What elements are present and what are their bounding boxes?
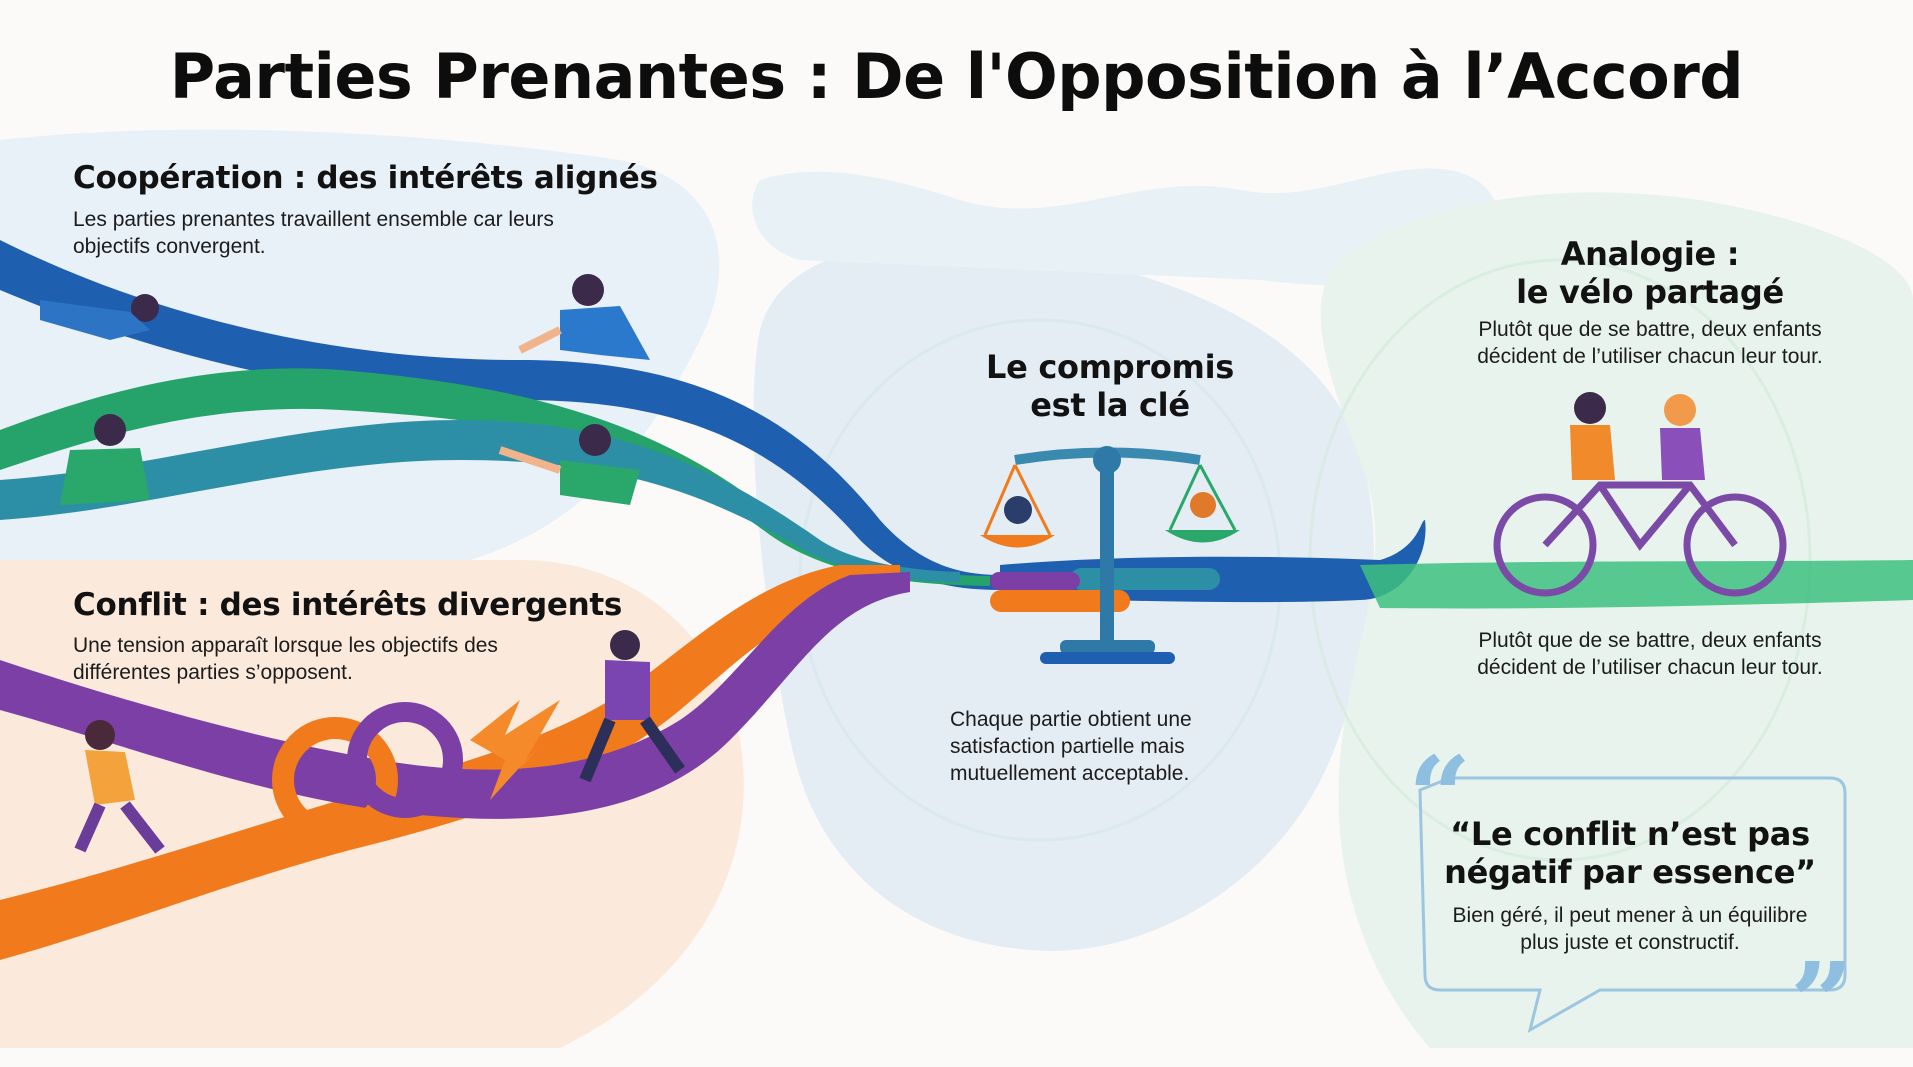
lightning-icon xyxy=(470,700,560,800)
handshake-purple xyxy=(990,572,1080,590)
quote-bubble xyxy=(1418,776,1847,1034)
page-title: Parties Prenantes : De l'Opposition à l’… xyxy=(169,40,1744,113)
conflict-ribbon-orange xyxy=(0,565,900,960)
compromise-heading-line2: est la clé xyxy=(1030,386,1190,424)
close-quote-icon: ” xyxy=(1790,938,1854,1067)
person-green-shirt xyxy=(60,414,150,505)
analogy-body-repeat: Plutôt que de se battre, deux enfants dé… xyxy=(1477,629,1823,679)
right-background xyxy=(1320,192,1913,1048)
cooperation-heading: Coopération : des intérêts alignés xyxy=(73,160,658,196)
person-climber xyxy=(518,274,650,360)
conflict-body: Une tension apparaît lorsque les objecti… xyxy=(73,634,498,684)
person-pulling-right xyxy=(579,630,685,783)
quote-heading-line1: “Le conflit n’est pas xyxy=(1450,815,1810,853)
tandem-bike-icon xyxy=(1493,392,1787,597)
conflict-heading: Conflit : des intérêts divergents xyxy=(73,587,623,623)
quote-heading: “Le conflit n’est pas négatif par essenc… xyxy=(1420,815,1840,891)
person-pulling-left xyxy=(74,720,165,854)
knot-ring-purple xyxy=(347,702,463,818)
person-swimmer-1 xyxy=(40,294,159,340)
analogy-heading-line1: Analogie : xyxy=(1560,235,1740,273)
handshake-orange xyxy=(990,590,1130,612)
open-quote-icon: “ xyxy=(1408,732,1472,861)
knot-ring-orange xyxy=(272,717,398,843)
conflict-ribbon-purple xyxy=(0,572,910,819)
quote-body: Bien géré, il peut mener à un équilibre … xyxy=(1452,904,1808,954)
analogy-heading: Analogie : le vélo partagé xyxy=(1470,235,1830,311)
compromise-heading: Le compromis est la clé xyxy=(960,348,1260,424)
merged-stream-green xyxy=(1360,560,1913,609)
cooperation-ribbon-teal xyxy=(0,420,960,582)
cooperation-ribbon-blue xyxy=(0,240,1000,590)
handshake-teal xyxy=(1070,568,1220,590)
analogy-body: Plutôt que de se battre, deux enfants dé… xyxy=(1477,318,1823,368)
compromise-heading-line1: Le compromis xyxy=(986,348,1234,386)
person-reaching xyxy=(498,424,640,505)
balance-scale-icon xyxy=(980,446,1240,664)
analogy-heading-line2: le vélo partagé xyxy=(1516,273,1784,311)
cooperation-body: Les parties prenantes travaillent ensemb… xyxy=(73,208,554,258)
quote-heading-line2: négatif par essence” xyxy=(1444,853,1816,891)
cooperation-ribbon-green xyxy=(0,368,990,586)
compromise-body: Chaque partie obtient une satisfaction p… xyxy=(950,708,1192,785)
top-cloud-background xyxy=(752,168,1497,286)
